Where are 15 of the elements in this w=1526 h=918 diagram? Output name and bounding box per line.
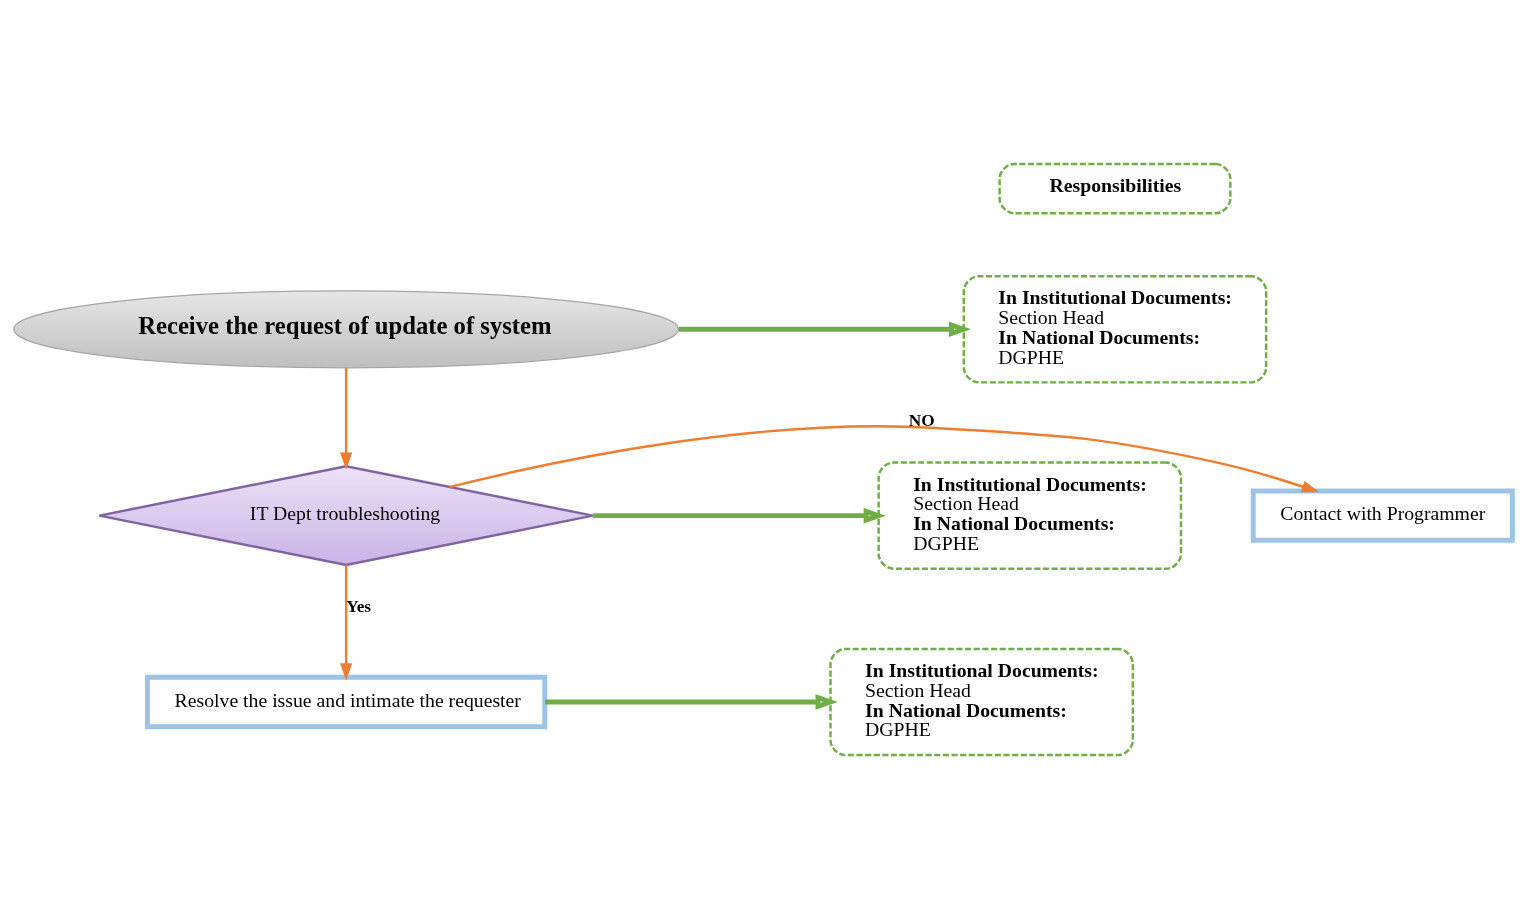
arrow (678, 321, 972, 337)
node-box: In Institutional Documents: Section Head In National Documents: DGPHE (962, 274, 1268, 384)
node-ellipse: Receive the request of update of system (13, 289, 680, 368)
arrow (340, 367, 353, 470)
node-box: In Institutional Documents: Section Head In National Documents: DGPHE (877, 460, 1183, 570)
arrow (545, 693, 838, 710)
edge-label: NO (908, 410, 935, 430)
node-box: In Institutional Documents: Section Head In National Documents: DGPHE (829, 647, 1135, 756)
node-box: Contact with Programmer (1250, 488, 1515, 543)
node-box: Responsibilities (998, 162, 1232, 215)
arrow (340, 564, 353, 681)
node-box: Resolve the issue and intimate the requester (144, 674, 548, 729)
arrow (449, 424, 1320, 492)
node-diamond: IT Dept troubleshooting (98, 464, 595, 566)
arrow (593, 507, 886, 523)
